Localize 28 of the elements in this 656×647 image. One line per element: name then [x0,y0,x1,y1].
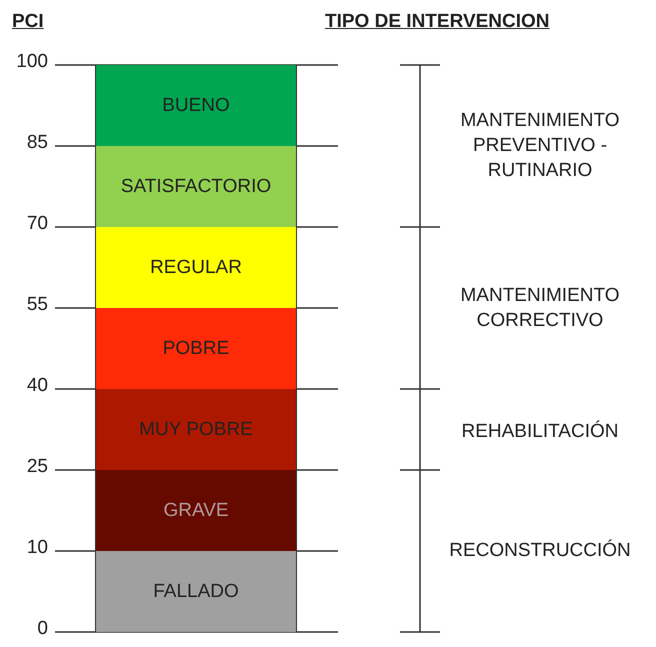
intervention-label: RECONSTRUCCIÓN [448,538,632,562]
band-label: GRAVE [163,500,229,522]
band-label: POBRE [162,338,230,360]
rating-band [95,65,297,146]
intervention-label: REHABILITACIÓN [460,420,620,444]
intervention-label: MANTENIMIENTO PREVENTIVO - RUTINARIO [459,108,621,182]
band-label: FALLADO [153,580,239,602]
rating-band [95,551,297,632]
column-title: TIPO DE INTERVENCION [325,11,550,33]
tick-label: 0 [36,618,48,640]
tick-label: 55 [26,294,48,316]
tick-label: 85 [26,132,48,154]
axis-title: PCI [12,11,44,33]
intervention-label: MANTENIMIENTO CORRECTIVO [459,284,621,333]
band-label: BUENO [162,94,230,116]
band-label: MUY POBRE [139,418,253,440]
rating-band [95,308,297,389]
tick-label: 25 [26,456,48,478]
rating-band [95,227,297,308]
tick-label: 100 [15,51,48,73]
tick-label: 10 [26,537,48,559]
band-label: SATISFACTORIO [120,176,272,198]
tick-label: 40 [26,375,48,397]
band-label: REGULAR [150,256,242,278]
tick-label: 70 [26,213,48,235]
rating-band [95,470,297,551]
rating-band [95,146,297,227]
rating-band [95,389,297,470]
